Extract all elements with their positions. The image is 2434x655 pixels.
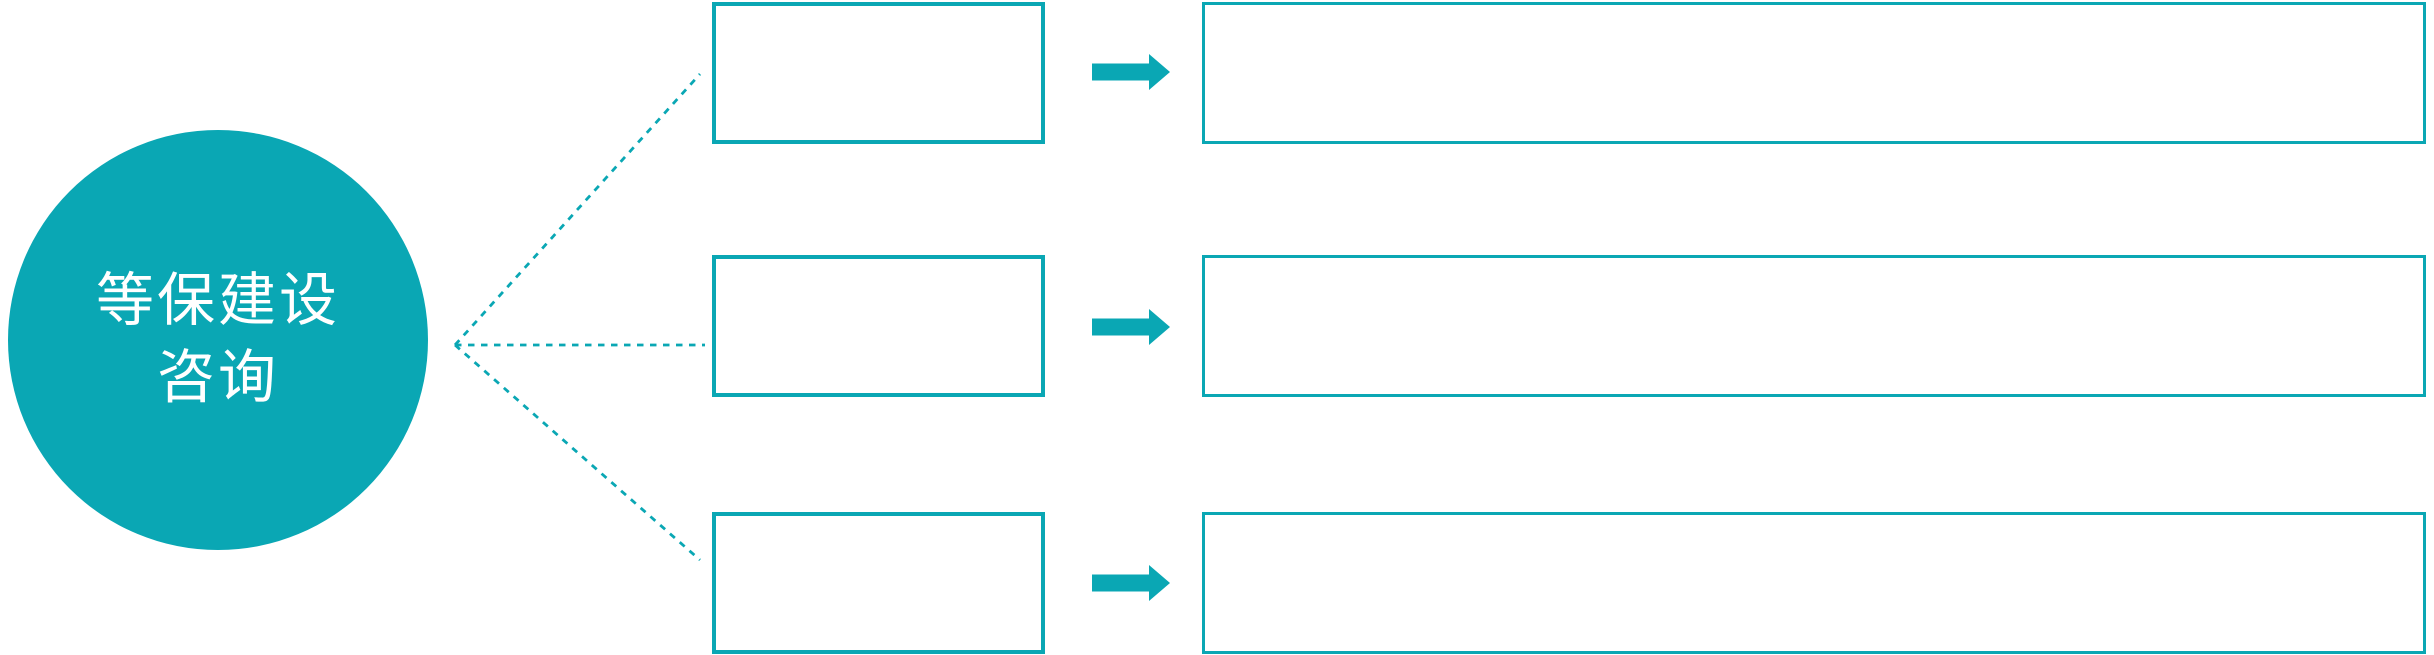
arrow-right-icon (1092, 565, 1170, 601)
detail-box-3 (1202, 512, 2426, 654)
dotted-connector-line-bottom (454, 343, 701, 562)
stage-box-1 (712, 2, 1045, 144)
topic-circle-label-line2: 咨询 (156, 345, 279, 410)
arrow-right-icon (1092, 54, 1170, 90)
topic-circle: 等保建设 咨询 (8, 130, 428, 550)
arrow-right-shape (1092, 309, 1170, 345)
arrow-right-shape (1092, 565, 1170, 601)
detail-box-1 (1202, 2, 2426, 144)
stage-box-3 (712, 512, 1045, 654)
arrow-right-shape (1092, 54, 1170, 90)
topic-circle-label-line1: 等保建设 (95, 268, 340, 334)
stage-box-2 (712, 255, 1045, 397)
arrow-right-icon (1092, 309, 1170, 345)
detail-box-2 (1202, 255, 2426, 397)
dotted-connector-line-top (453, 73, 702, 346)
